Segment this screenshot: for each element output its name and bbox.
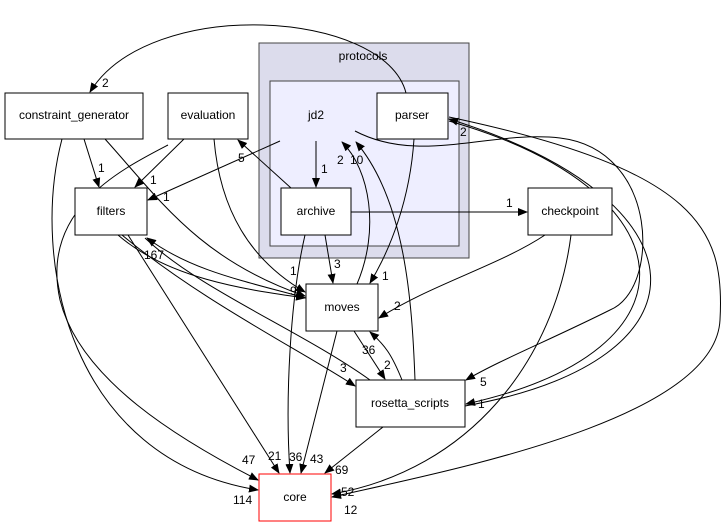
node-label: parser bbox=[395, 108, 429, 122]
edge-labels: 2 1 1 114 1 47 9 1 1 5 1 3 36 1 2 10 5 1… bbox=[98, 76, 513, 517]
edge-checkpoint-moves bbox=[378, 234, 546, 319]
node-label: core bbox=[283, 490, 307, 504]
cluster-jd2-label: jd2 bbox=[307, 108, 324, 122]
edge-checkpoint-core bbox=[331, 234, 572, 497]
edge-label: 3 bbox=[334, 257, 341, 271]
node-label: moves bbox=[324, 300, 359, 314]
edge-constraint_generator-moves bbox=[104, 138, 306, 297]
node-core[interactable]: core bbox=[258, 473, 332, 522]
edge-label: 9 bbox=[290, 284, 297, 298]
edge-label: 5 bbox=[480, 375, 487, 389]
edge-parser-rosetta_scripts bbox=[448, 120, 640, 406]
edge-filters-moves bbox=[117, 234, 306, 301]
edge-label: 114 bbox=[233, 493, 252, 507]
edge-label: 36 bbox=[289, 450, 303, 464]
edge-rosetta_scripts-jd2 bbox=[355, 141, 416, 381]
edge-rosetta_scripts-filters bbox=[144, 237, 371, 381]
edge-archive-core bbox=[285, 234, 306, 474]
edge-archive-moves bbox=[324, 234, 336, 284]
cluster-protocols-label: protocols bbox=[339, 49, 388, 63]
edge-label: 52 bbox=[341, 485, 355, 499]
edge-label: 167 bbox=[144, 248, 164, 262]
edge-label: 69 bbox=[335, 463, 349, 477]
edge-label: 10 bbox=[350, 153, 364, 167]
edge-label: 5 bbox=[238, 151, 245, 165]
node-label: evaluation bbox=[181, 108, 236, 122]
edge-label: 2 bbox=[337, 153, 344, 167]
edge-archive-evaluation bbox=[237, 139, 292, 189]
node-constraint-generator[interactable]: constraint_generator bbox=[4, 92, 144, 140]
edge-parser-constraint_generator bbox=[89, 24, 407, 94]
edge-filters-core bbox=[127, 234, 280, 474]
node-filters[interactable]: filters bbox=[74, 187, 148, 236]
edge-label: 1 bbox=[290, 264, 297, 278]
node-moves[interactable]: moves bbox=[305, 283, 379, 332]
node-label: checkpoint bbox=[541, 204, 599, 218]
edge-rosetta_scripts-parser bbox=[448, 117, 652, 407]
edge-moves-jd2 bbox=[341, 141, 371, 285]
edge-label: 43 bbox=[310, 452, 324, 466]
edge-evaluation-moves bbox=[213, 138, 306, 293]
edge-jd2-filters bbox=[147, 140, 281, 201]
node-label: constraint_generator bbox=[19, 108, 129, 122]
edge-label: 47 bbox=[242, 453, 256, 467]
edge-label: 1 bbox=[506, 196, 513, 210]
node-evaluation[interactable]: evaluation bbox=[167, 92, 249, 140]
node-label: filters bbox=[97, 204, 126, 218]
edge-constraint_generator-filters bbox=[83, 138, 101, 188]
edges bbox=[51, 24, 721, 499]
edge-constraint_generator-core bbox=[51, 138, 259, 493]
edge-moves-rosetta_scripts bbox=[353, 330, 386, 380]
node-label: archive bbox=[297, 204, 336, 218]
node-rosetta-scripts[interactable]: rosetta_scripts bbox=[355, 379, 466, 428]
edge-label: 3 bbox=[340, 361, 347, 375]
edge-label: 1 bbox=[321, 162, 328, 176]
edge-filters-rosetta_scripts bbox=[121, 234, 356, 387]
edge-label: 2 bbox=[394, 299, 401, 313]
edge-label: 2 bbox=[384, 358, 391, 372]
edge-evaluation-filters bbox=[134, 138, 185, 188]
edge-label: 1 bbox=[382, 269, 389, 283]
edge-label: 12 bbox=[344, 503, 358, 517]
edge-label: 1 bbox=[163, 190, 170, 204]
node-label: rosetta_scripts bbox=[371, 396, 449, 410]
edge-moves-core bbox=[299, 330, 338, 474]
edge-label: 2 bbox=[102, 76, 109, 90]
edge-rosetta_scripts-core bbox=[324, 426, 384, 474]
edge-label: 1 bbox=[98, 161, 105, 175]
edge-label: 36 bbox=[362, 343, 376, 357]
node-archive[interactable]: archive bbox=[280, 187, 352, 236]
edge-evaluation-core bbox=[56, 144, 259, 481]
edge-rosetta_scripts-moves bbox=[369, 331, 403, 381]
edge-parser-core bbox=[331, 116, 721, 499]
node-parser[interactable]: parser bbox=[376, 92, 449, 140]
edge-label: 2 bbox=[460, 125, 467, 139]
node-checkpoint[interactable]: checkpoint bbox=[527, 187, 613, 236]
edge-jd2-rosetta_scripts bbox=[354, 130, 644, 381]
edge-label: 1 bbox=[150, 173, 157, 187]
edge-moves-filters bbox=[146, 237, 307, 299]
edge-parser-moves bbox=[369, 138, 415, 284]
edge-label: 1 bbox=[478, 397, 485, 411]
edge-label: 21 bbox=[268, 449, 282, 463]
